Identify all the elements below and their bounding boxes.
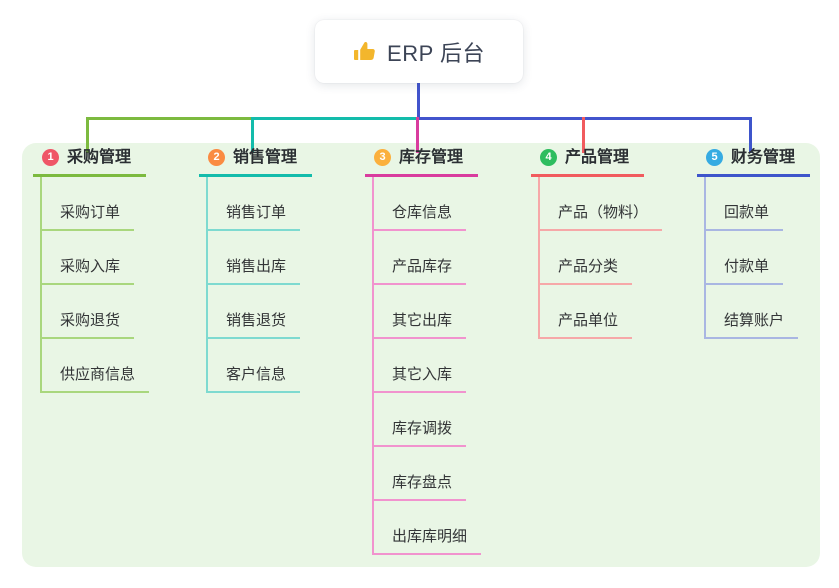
child-node-label: 库存盘点 — [392, 474, 453, 492]
branch-number-badge: 3 — [374, 149, 391, 167]
branch-label: 库存管理 — [399, 149, 464, 166]
child-node-label: 客户信息 — [226, 366, 287, 384]
branch-column: 3 库存管理仓库信息产品库存其它出库其它入库库存调拨库存盘点出库库明细 — [365, 148, 482, 556]
child-node[interactable]: 出库库明细 — [374, 501, 482, 556]
children-group: 产品（物料） 产品分类产品单位 — [538, 177, 663, 340]
branch-node-4[interactable]: 4 产品管理 — [531, 148, 644, 178]
child-node[interactable]: 付款单 — [706, 231, 784, 286]
child-node-label: 库存调拨 — [392, 420, 453, 438]
child-node-label: 销售出库 — [226, 258, 287, 276]
root-node-title: ERP 后台 — [387, 40, 485, 66]
child-node-label: 产品单位 — [558, 312, 619, 330]
child-node[interactable]: 其它出库 — [374, 285, 467, 340]
child-node-label: 出库库明细 — [392, 528, 468, 546]
branch-number-badge: 2 — [208, 149, 225, 167]
child-node-label: 销售退货 — [226, 312, 287, 330]
child-node[interactable]: 客户信息 — [208, 339, 301, 394]
branch-label: 销售管理 — [233, 149, 298, 166]
child-node[interactable]: 产品（物料） — [540, 177, 663, 232]
child-node[interactable]: 销售退货 — [208, 285, 301, 340]
branch-label: 采购管理 — [67, 149, 132, 166]
child-node[interactable]: 采购入库 — [42, 231, 135, 286]
child-node-label: 其它出库 — [392, 312, 453, 330]
thumbs-up-icon — [354, 41, 375, 60]
branch-label: 产品管理 — [565, 149, 630, 166]
children-group: 仓库信息产品库存其它出库其它入库库存调拨库存盘点出库库明细 — [372, 177, 482, 556]
child-node-label: 其它入库 — [392, 366, 453, 384]
branch-column: 5 财务管理回款单付款单结算账户 — [697, 148, 810, 340]
child-node-label: 产品（物料） — [558, 204, 649, 222]
child-node-label: 销售订单 — [226, 204, 287, 222]
child-node-label: 采购入库 — [60, 258, 121, 276]
child-node-label: 付款单 — [724, 258, 770, 276]
child-node-label: 产品库存 — [392, 258, 453, 276]
child-node-label: 产品分类 — [558, 258, 619, 276]
child-node[interactable]: 产品分类 — [540, 231, 633, 286]
child-node[interactable]: 销售订单 — [208, 177, 301, 232]
branches-panel — [22, 143, 820, 567]
child-node[interactable]: 销售出库 — [208, 231, 301, 286]
branch-drop-line — [749, 117, 752, 153]
children-group: 采购订单采购入库采购退货供应商信息 — [40, 177, 150, 394]
child-node-label: 采购退货 — [60, 312, 121, 330]
child-node[interactable]: 产品库存 — [374, 231, 467, 286]
child-node-label: 仓库信息 — [392, 204, 453, 222]
branch-node-5[interactable]: 5 财务管理 — [697, 148, 810, 178]
child-node-label: 回款单 — [724, 204, 770, 222]
child-node-label: 供应商信息 — [60, 366, 136, 384]
child-node-label: 采购订单 — [60, 204, 121, 222]
child-node-label: 结算账户 — [724, 312, 785, 330]
branch-node-1[interactable]: 1 采购管理 — [33, 148, 146, 178]
root-node-erp[interactable]: ERP 后台 — [315, 20, 523, 83]
branch-column: 1 采购管理采购订单采购入库采购退货供应商信息 — [33, 148, 150, 394]
root-stem-line — [417, 83, 420, 119]
branch-column: 4 产品管理产品（物料） 产品分类产品单位 — [531, 148, 663, 340]
child-node[interactable]: 库存盘点 — [374, 447, 467, 502]
child-node[interactable]: 仓库信息 — [374, 177, 467, 232]
child-node[interactable]: 回款单 — [706, 177, 784, 232]
child-node[interactable]: 其它入库 — [374, 339, 467, 394]
branch-number-badge: 5 — [706, 149, 723, 167]
branch-drop-line — [582, 117, 585, 153]
child-node[interactable]: 供应商信息 — [42, 339, 150, 394]
branch-label: 财务管理 — [731, 149, 796, 166]
trunk-segment-teal — [251, 117, 419, 120]
branch-drop-line — [416, 117, 419, 153]
child-node[interactable]: 采购订单 — [42, 177, 135, 232]
branch-number-badge: 1 — [42, 149, 59, 167]
children-group: 回款单付款单结算账户 — [704, 177, 810, 340]
child-node[interactable]: 结算账户 — [706, 285, 799, 340]
child-node[interactable]: 产品单位 — [540, 285, 633, 340]
branch-drop-line — [251, 117, 254, 153]
children-group: 销售订单销售出库销售退货客户信息 — [206, 177, 312, 394]
branch-node-2[interactable]: 2 销售管理 — [199, 148, 312, 178]
branch-column: 2 销售管理销售订单销售出库销售退货客户信息 — [199, 148, 312, 394]
branch-drop-line — [86, 117, 89, 153]
trunk-segment-green — [86, 117, 254, 120]
child-node[interactable]: 采购退货 — [42, 285, 135, 340]
branch-node-3[interactable]: 3 库存管理 — [365, 148, 478, 178]
child-node[interactable]: 库存调拨 — [374, 393, 467, 448]
branch-number-badge: 4 — [540, 149, 557, 167]
